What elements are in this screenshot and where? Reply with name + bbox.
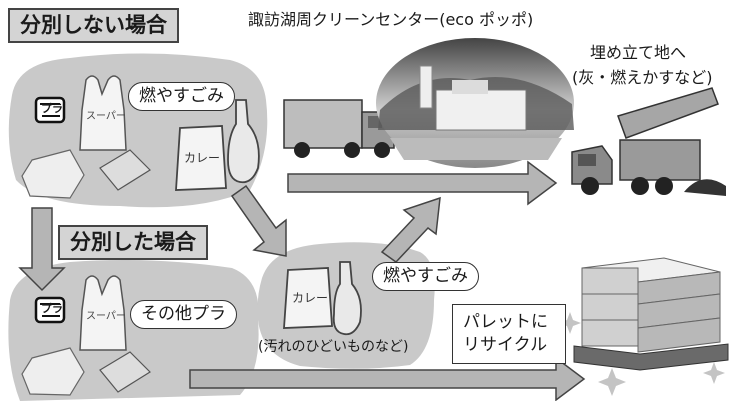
curry-pack-middle — [283, 267, 333, 329]
burnable-label-top: 燃やすごみ — [128, 82, 235, 111]
shopping-bag-icon-bottom — [79, 275, 127, 351]
facility-name: 諏訪湖周クリーンセンター(eco ポッポ) — [248, 10, 534, 29]
bag-print-curry: カレー — [184, 151, 221, 165]
pallet-recycle-callout: パレットに リサイクル — [452, 304, 566, 364]
curry-pack-top — [175, 125, 227, 191]
garbage-truck-icon — [283, 99, 395, 158]
sparkle-icon — [598, 368, 626, 396]
plastic-mark-text: プラ — [41, 102, 63, 115]
bag-print-supermarket: スーパー — [86, 111, 126, 122]
plastic-sheet-bottom — [99, 351, 151, 393]
bag-print-supermarket: スーパー — [86, 311, 126, 322]
other-plastic-label: その他プラ — [130, 300, 237, 329]
plastic-film-bottom — [21, 347, 85, 396]
plastic-mark-text: プラ — [41, 302, 63, 315]
bottle-top — [227, 99, 260, 184]
clean-center-photo — [376, 38, 574, 168]
burnable-label-middle: 燃やすごみ — [372, 262, 479, 291]
landfill-title: 埋め立て地へ — [590, 43, 687, 62]
arrow-to-middle-bag — [230, 184, 287, 257]
arrow-to-facility — [380, 196, 441, 263]
plastic-film-top — [21, 149, 85, 199]
label-no-separation: 分別しない場合 — [8, 8, 179, 43]
plastic-mark-icon-bottom — [34, 296, 66, 324]
dump-truck-icon — [571, 87, 726, 196]
sparkle-icon — [559, 312, 581, 334]
arrow-to-landfill — [287, 160, 558, 206]
landfill-detail: (灰・燃えかすなど) — [572, 68, 713, 87]
plastic-mark-icon-top — [34, 96, 66, 124]
sparkle-icon — [703, 362, 725, 384]
bottle-middle — [332, 261, 362, 336]
shopping-bag-icon-top — [79, 75, 127, 151]
pallet-boxes-icon — [573, 257, 729, 371]
arrow-down-left — [18, 207, 66, 292]
bag-print-curry: カレー — [292, 291, 329, 305]
arrow-to-recycle — [189, 356, 586, 401]
plastic-sheet-top — [99, 149, 151, 191]
label-with-separation: 分別した場合 — [58, 225, 208, 260]
dirty-items-note: (汚れのひどいものなど) — [258, 339, 409, 355]
